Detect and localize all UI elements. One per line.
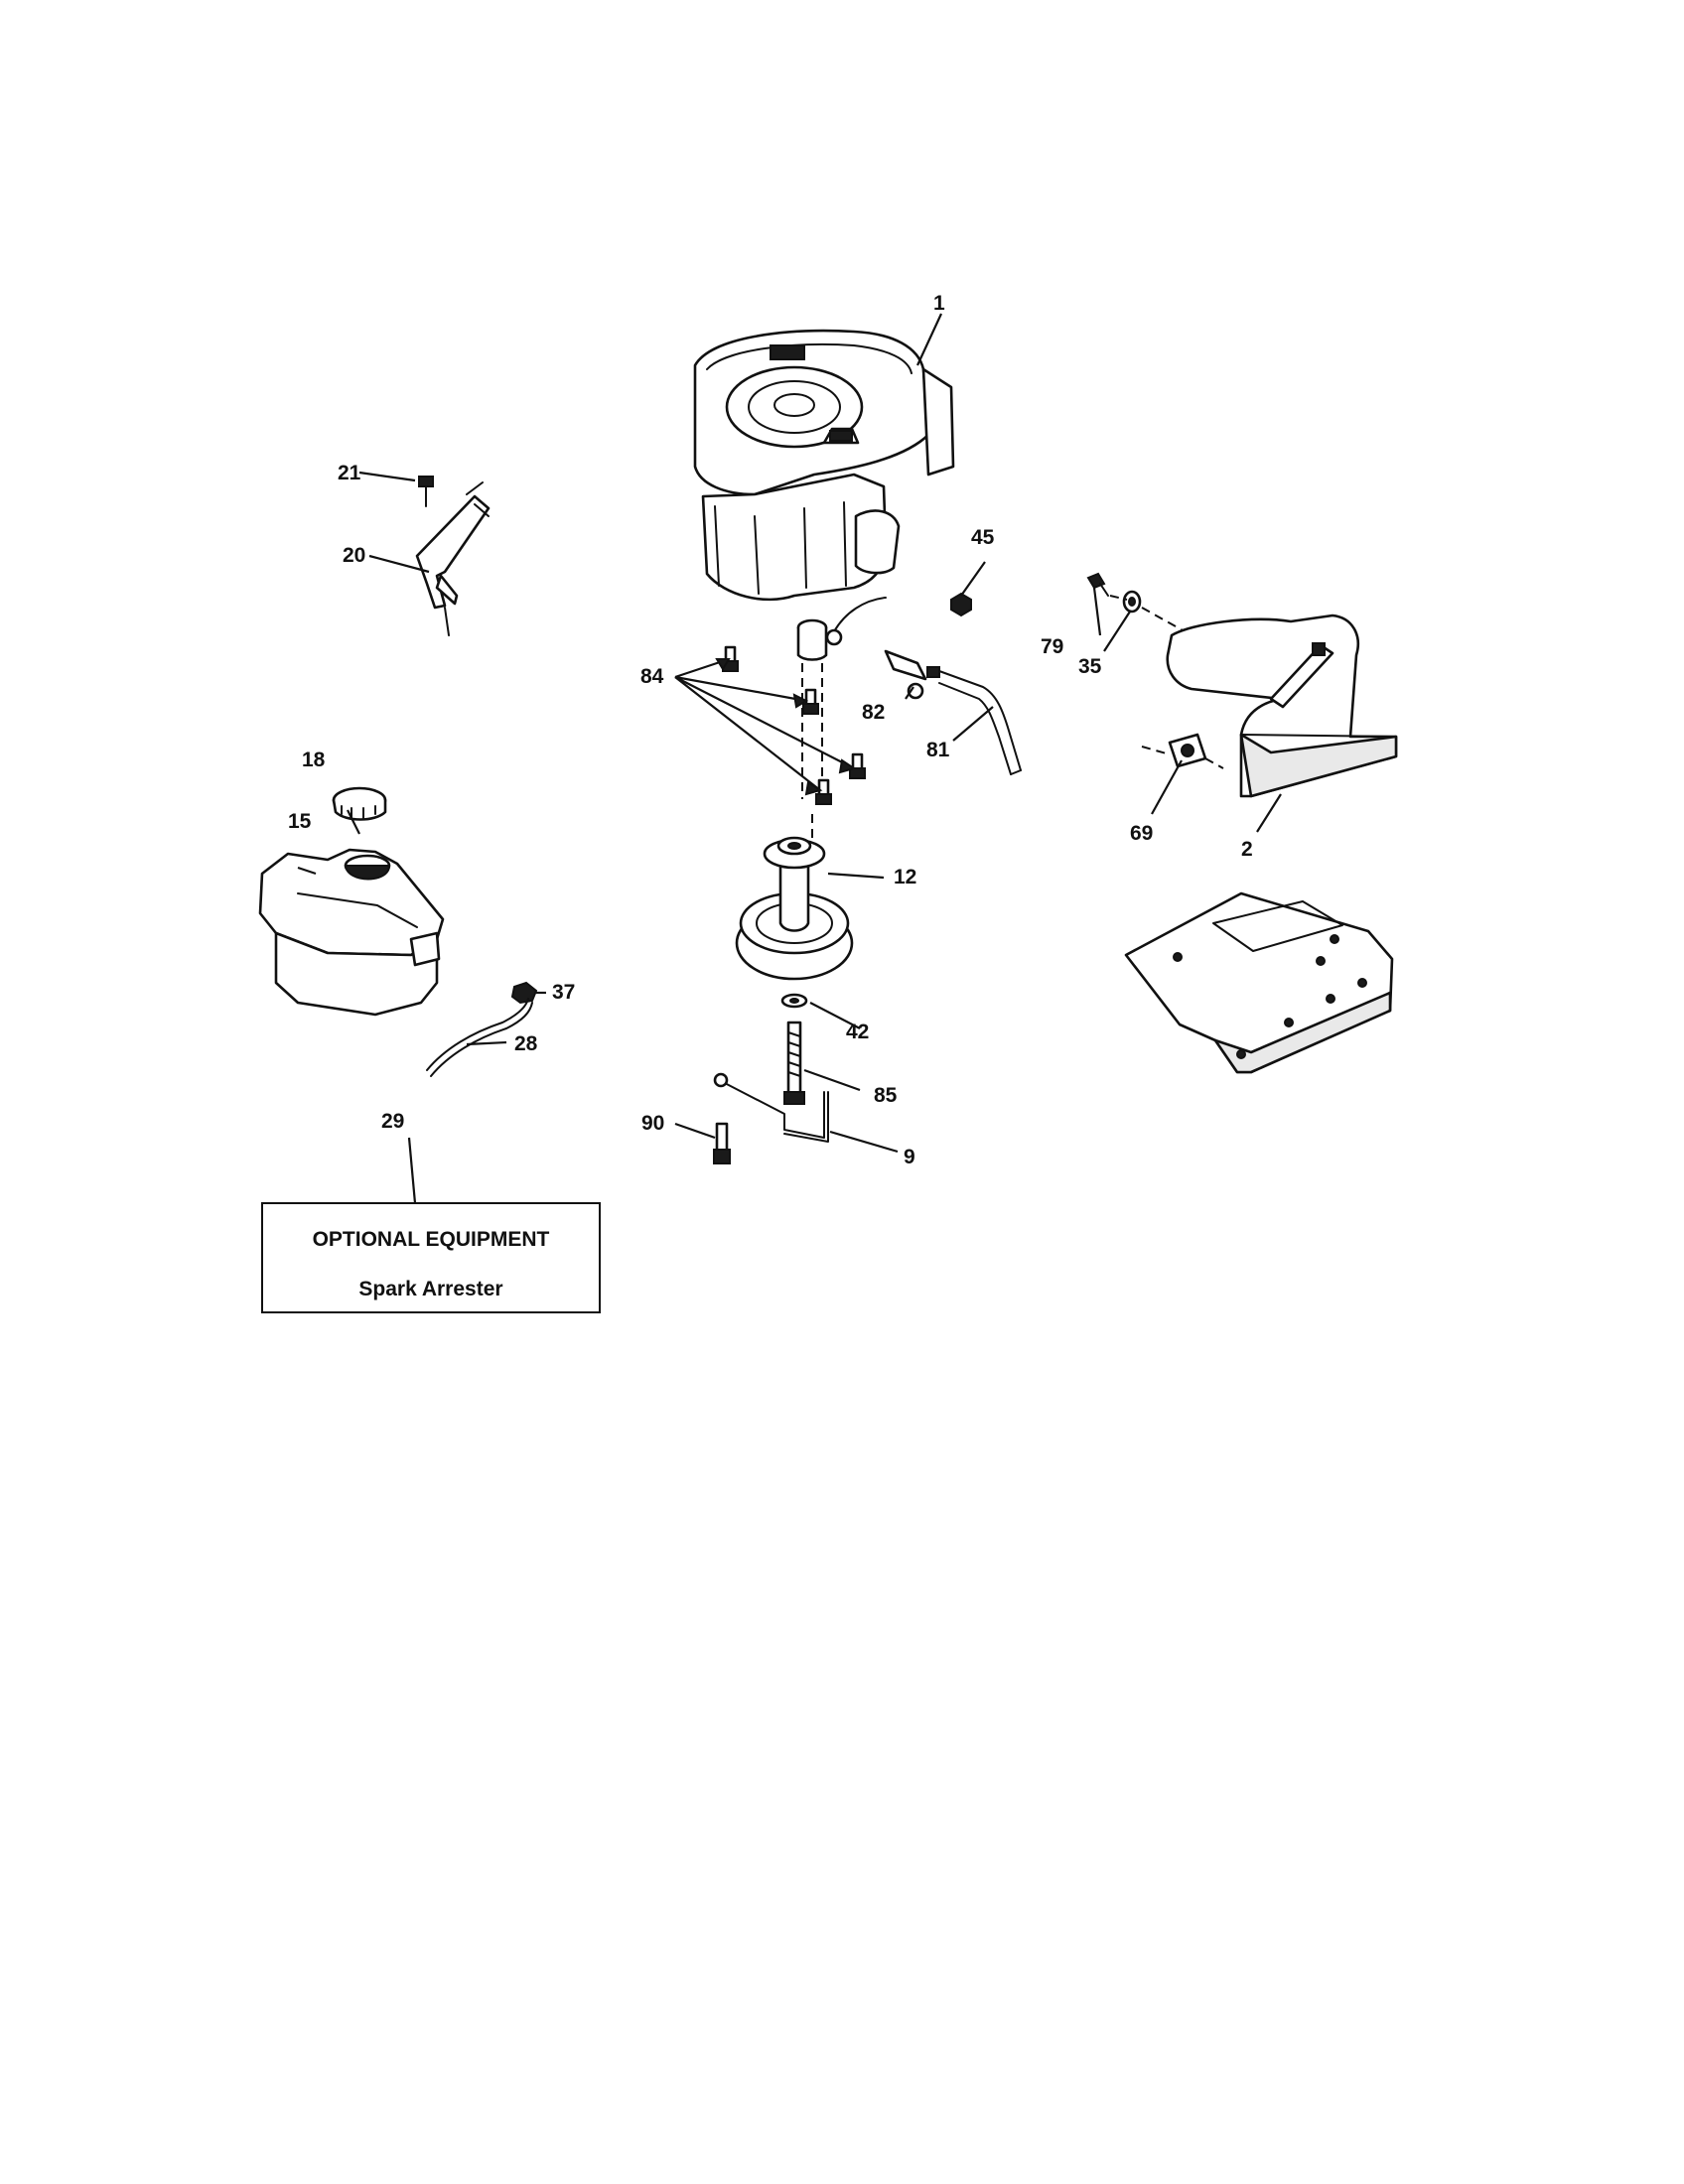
hose-part-81	[938, 670, 1022, 775]
leader-lines	[297, 313, 1282, 1204]
cap-part-18	[332, 786, 387, 821]
callout-29: 29	[381, 1110, 404, 1133]
callout-18: 18	[302, 749, 326, 771]
pulley-part-12	[735, 836, 854, 981]
muffler-part-2	[1166, 614, 1398, 798]
gasket-part-69	[1168, 733, 1207, 768]
callout-21: 21	[338, 462, 361, 484]
bolt-part-79	[1086, 572, 1109, 597]
bolt-part-84	[722, 645, 866, 805]
callout-90: 90	[641, 1112, 664, 1135]
grommet-part-37	[510, 981, 538, 1005]
callout-35: 35	[1078, 655, 1102, 678]
callout-37: 37	[552, 981, 575, 1004]
nut-part-45	[950, 592, 972, 617]
optional-equipment-box: OPTIONAL EQUIPMENT Spark Arrester	[261, 1202, 601, 1313]
callout-15: 15	[288, 810, 312, 833]
engine-base-plate	[1124, 891, 1394, 1074]
callout-84: 84	[640, 665, 664, 688]
callout-85: 85	[874, 1084, 898, 1107]
bracket-part-9	[713, 1072, 829, 1143]
bolt-part-90	[713, 1122, 731, 1164]
callout-79: 79	[1041, 635, 1063, 658]
screw-part-21	[418, 476, 434, 507]
callout-45: 45	[971, 526, 995, 549]
callout-42: 42	[846, 1021, 869, 1043]
callout-69: 69	[1130, 822, 1153, 845]
filter-part-82	[884, 649, 940, 700]
control-part-20	[415, 481, 491, 636]
callout-9: 9	[904, 1146, 915, 1168]
callout-81: 81	[926, 739, 950, 761]
washer-part-42	[780, 993, 808, 1009]
optional-equipment-item: Spark Arrester	[358, 1278, 502, 1300]
callout-20: 20	[343, 544, 365, 567]
callout-1: 1	[933, 292, 945, 315]
callout-28: 28	[514, 1032, 538, 1055]
tank-part-15	[258, 848, 445, 1017]
engine-part-1	[693, 329, 955, 661]
arrowheads-84	[715, 658, 857, 796]
washer-part-35	[1122, 590, 1142, 614]
callout-12: 12	[894, 866, 916, 888]
callout-2: 2	[1241, 838, 1253, 861]
callout-82: 82	[862, 701, 885, 724]
optional-equipment-title: OPTIONAL EQUIPMENT	[313, 1228, 550, 1251]
fuel-line-part-28	[426, 998, 533, 1077]
bolt-part-85	[783, 1021, 805, 1105]
